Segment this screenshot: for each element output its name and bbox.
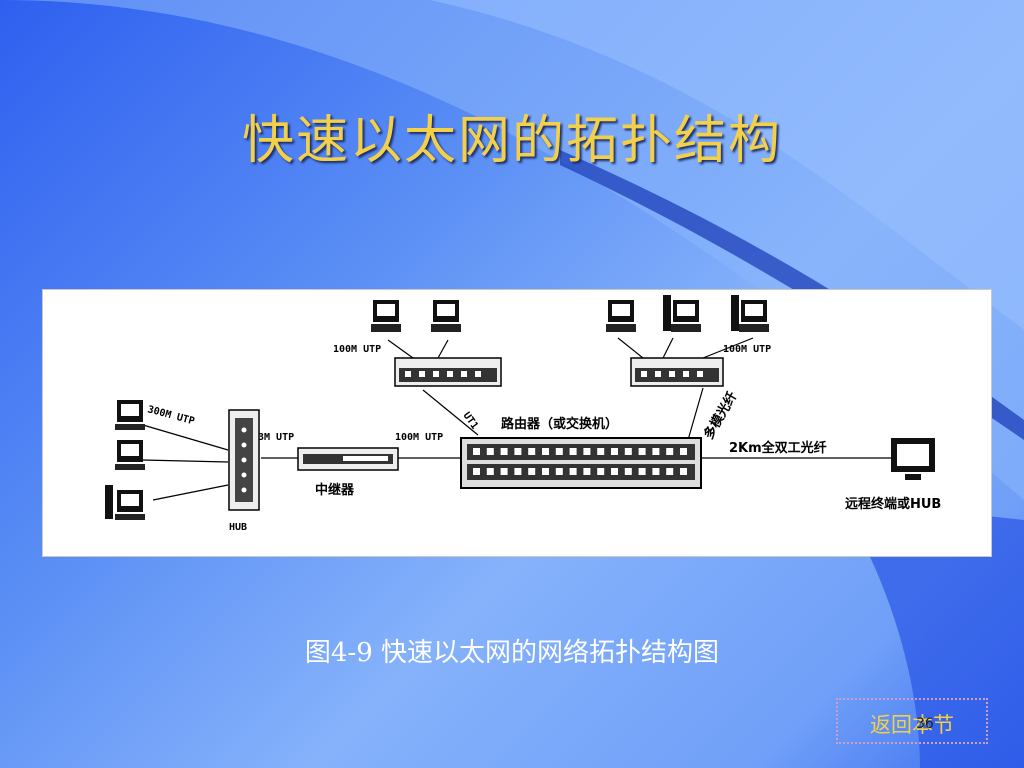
router-icon	[460, 437, 702, 489]
return-section-label: 返回本节	[870, 713, 954, 737]
label-repeater: 中继器	[315, 482, 355, 498]
topology-svg: 100M UTP 100M UTP 100M UTP 3M UTP 300M U…	[105, 295, 941, 533]
workstation-icon	[606, 300, 636, 332]
workstation-icon	[731, 295, 769, 332]
router-ports	[473, 448, 687, 475]
router-port	[569, 468, 577, 475]
label-100m-utp-left: 100M UTP	[333, 344, 381, 355]
workstation-icon	[115, 440, 145, 470]
router-port	[652, 468, 660, 475]
router-port	[486, 468, 494, 475]
figure-caption: 图4-9 快速以太网的网络拓扑结构图	[304, 638, 720, 668]
label-remote-terminal: 远程终端或HUB	[845, 496, 941, 512]
router-port	[528, 468, 536, 475]
topology-diagram: 100M UTP 100M UTP 100M UTP 3M UTP 300M U…	[42, 289, 992, 557]
label-2km-fiber: 2Km全双工光纤	[729, 440, 827, 456]
label-3m-utp: 3M UTP	[258, 432, 294, 443]
workstation-icon	[663, 295, 701, 332]
router-port	[597, 468, 605, 475]
router-port	[680, 468, 687, 475]
router-port	[555, 468, 563, 475]
label-multimode-fiber: 多模光纤	[701, 389, 741, 442]
router-port	[583, 448, 591, 455]
workstation-icon	[115, 400, 145, 430]
switch-icon	[394, 357, 502, 387]
page-number: 36	[916, 716, 934, 732]
router-port	[611, 448, 618, 455]
repeater-icon	[297, 447, 399, 471]
slide-title: 快速以太网的拓扑结构	[241, 111, 782, 171]
label-ut1: UT1	[461, 410, 480, 431]
router-port	[500, 468, 508, 475]
router-port	[555, 448, 563, 455]
workstation-icon	[431, 300, 461, 332]
return-section-button[interactable]: 返回本节	[836, 698, 988, 744]
label-300m-utp: 300M UTP	[146, 404, 195, 427]
router-port	[542, 448, 549, 455]
router-port	[473, 448, 480, 455]
switch-icon	[630, 357, 724, 387]
router-port	[611, 468, 618, 475]
router-port	[624, 448, 632, 455]
router-port	[666, 448, 674, 455]
router-port	[473, 468, 480, 475]
router-port	[597, 448, 605, 455]
label-100m-utp-right: 100M UTP	[723, 344, 771, 355]
router-port	[514, 468, 522, 475]
remote-terminal-icon	[891, 438, 935, 480]
workstation-icon	[105, 485, 145, 520]
router-port	[500, 448, 508, 455]
router-port	[486, 448, 494, 455]
label-hub: HUB	[229, 522, 247, 533]
router-port	[542, 468, 549, 475]
router-port	[638, 468, 646, 475]
router-port	[652, 448, 660, 455]
label-100m-utp-center: 100M UTP	[395, 432, 443, 443]
router-port	[569, 448, 577, 455]
router-port	[583, 468, 591, 475]
router-port	[666, 468, 674, 475]
router-port	[680, 448, 687, 455]
workstation-icon	[371, 300, 401, 332]
router-port	[528, 448, 536, 455]
router-port	[638, 448, 646, 455]
label-router: 路由器（或交换机）	[501, 416, 618, 432]
hub-icon	[228, 409, 260, 511]
router-port	[514, 448, 522, 455]
router-port	[624, 468, 632, 475]
connection-lines	[142, 337, 893, 501]
